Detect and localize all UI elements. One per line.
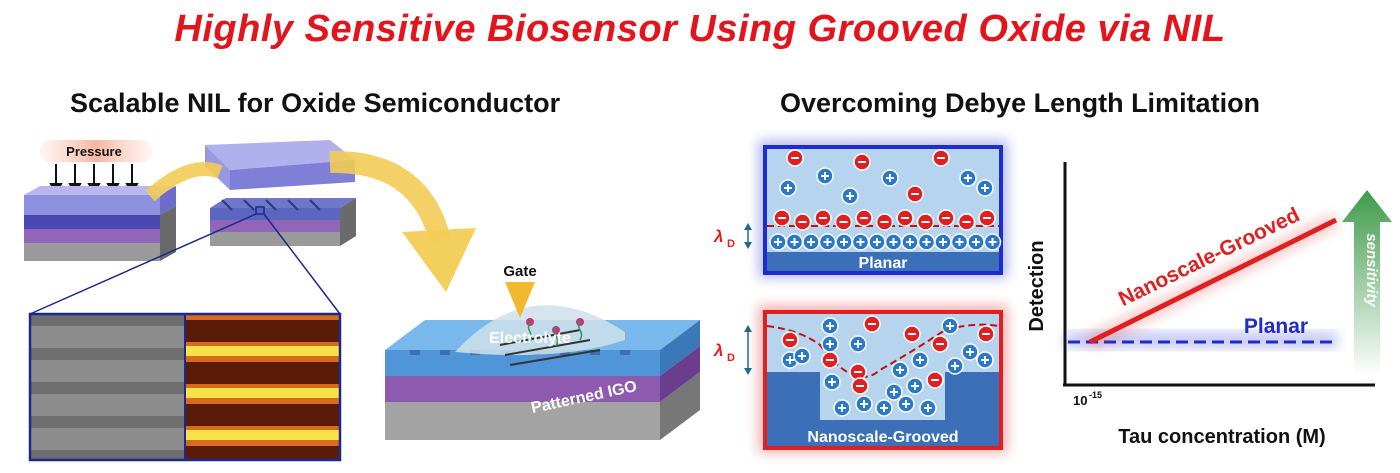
series-grooved-line [1088,217,1338,345]
gate-label: Gate [503,263,536,280]
planar-ions [769,149,1002,251]
sem-image [30,314,185,460]
afm-image [185,314,340,460]
x-axis-label: Tau concentration (M) [1118,426,1325,448]
svg-text:D: D [727,238,735,250]
left-heading: Scalable NIL for Oxide Semiconductor [70,88,561,118]
process-arrow-1 [145,162,223,202]
main-title: Highly Sensitive Biosensor Using Grooved… [174,8,1226,50]
planar-schematic [758,140,1008,278]
debye-marker-grooved: λ D [713,325,752,375]
x-tick-label: 10 [1073,393,1087,408]
grooved-schematic [758,305,1008,453]
planar-label: Planar [859,255,908,272]
series-planar-label: Planar [1244,315,1308,338]
sensitivity-arrow [1342,190,1392,376]
debye-marker-planar: λ D [713,223,752,250]
process-arrow-2 [329,150,451,243]
x-tick-exponent: -15 [1089,390,1102,400]
pressure-glow [40,140,152,162]
gate-electrode [505,282,535,318]
pressure-label: Pressure [66,144,122,159]
detection-chart [1063,162,1392,387]
grooved-label: Nanoscale-Grooved [807,429,958,446]
nil-stack-press [24,186,176,261]
svg-text:λ: λ [713,341,723,360]
y-axis-label: Detection [1026,240,1048,331]
svg-text:D: D [727,352,735,364]
right-heading: Overcoming Debye Length Limitation [780,88,1261,118]
sensitivity-label: sensitivity [1363,233,1380,307]
zoom-lines [29,213,341,315]
electrolyte-label: Electrolyte [489,330,571,347]
grooved-ions [781,315,995,417]
series-planar-glow [1065,332,1337,348]
biosensor-device [385,305,700,440]
svg-text:λ: λ [713,227,723,246]
